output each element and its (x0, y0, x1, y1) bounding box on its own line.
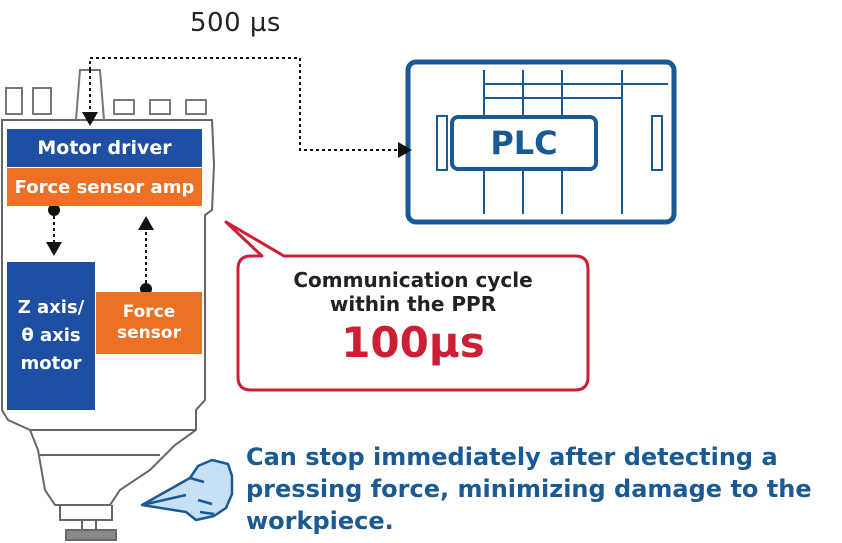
callout-line2: within the PPR (329, 292, 497, 316)
pointing-hand-icon (140, 458, 234, 522)
plc-unit (405, 59, 677, 225)
cycle-500us-label: 500 µs (190, 8, 281, 38)
z-motor-line2: θ axis (21, 325, 81, 346)
z-motor-line1: Z axis/ (17, 297, 85, 318)
connector-ports (5, 69, 207, 121)
actuator-body (1, 119, 216, 541)
motor-driver-block: Motor driver (7, 129, 202, 167)
z-motor-line3: motor (20, 353, 82, 374)
callout-bubble (224, 220, 590, 392)
force-sensor-line1: Force (122, 302, 176, 322)
z-axis-motor-block: Z axis/ θ axis motor (7, 262, 95, 410)
callout-description: Communication cycle within the PPR (245, 268, 581, 316)
force-sensor-amp-block: Force sensor amp (7, 168, 202, 206)
callout-value: 100µs (341, 318, 485, 367)
callout-line1: Communication cycle (293, 268, 533, 292)
comm-link-500us (82, 57, 412, 158)
benefit-caption: Can stop immediately after detecting a p… (246, 443, 812, 535)
force-sensor-block: Force sensor (96, 292, 202, 354)
plc-label: PLC (490, 124, 558, 162)
force-sensor-line2: sensor (117, 323, 181, 343)
